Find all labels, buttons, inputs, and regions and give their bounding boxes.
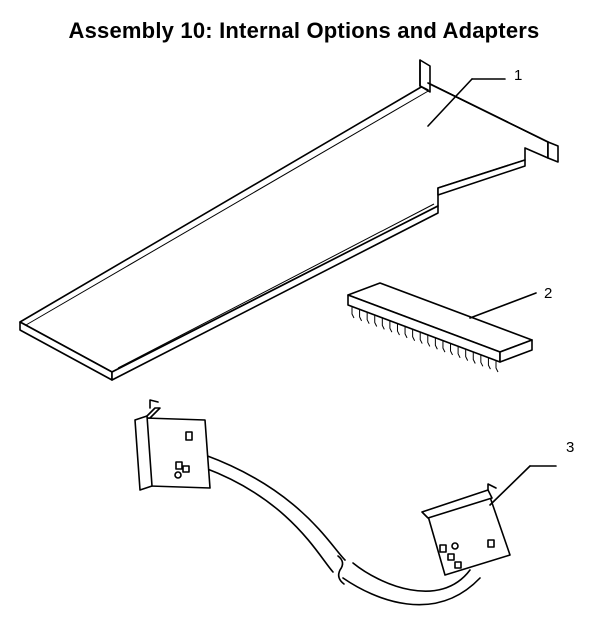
chip-pin xyxy=(465,348,469,361)
chip-pin xyxy=(351,306,355,319)
chip-pin xyxy=(442,340,446,353)
chip-pin xyxy=(495,360,499,373)
chip-pin xyxy=(366,311,370,324)
callout-leader-2 xyxy=(469,292,537,319)
cable-connector-icon xyxy=(134,399,511,606)
chip-pin xyxy=(396,323,400,336)
chip-pin xyxy=(404,325,408,339)
chip-pin xyxy=(487,357,491,370)
chip-pin xyxy=(412,328,416,341)
chip-pin xyxy=(434,337,438,350)
callout-label-2: 2 xyxy=(544,285,552,302)
page-title: Assembly 10: Internal Options and Adapte… xyxy=(68,18,540,43)
chip-pin xyxy=(457,345,461,359)
chip-pin xyxy=(374,314,378,327)
chip-pin xyxy=(480,354,484,367)
callout-label-1: 1 xyxy=(514,67,522,84)
callout-leader-1b xyxy=(427,78,473,127)
chip-pin xyxy=(381,317,385,330)
chip-pin xyxy=(389,320,393,333)
chip-pin xyxy=(472,351,476,364)
adapter-card-icon xyxy=(19,59,559,381)
chip-pin xyxy=(450,342,453,356)
chip-pin xyxy=(419,331,423,344)
chip-module-icon xyxy=(347,282,533,373)
chip-pin xyxy=(359,308,363,322)
callout-leader-3b xyxy=(489,465,531,506)
chip-pin xyxy=(427,334,431,347)
callout-label-3: 3 xyxy=(566,439,574,456)
